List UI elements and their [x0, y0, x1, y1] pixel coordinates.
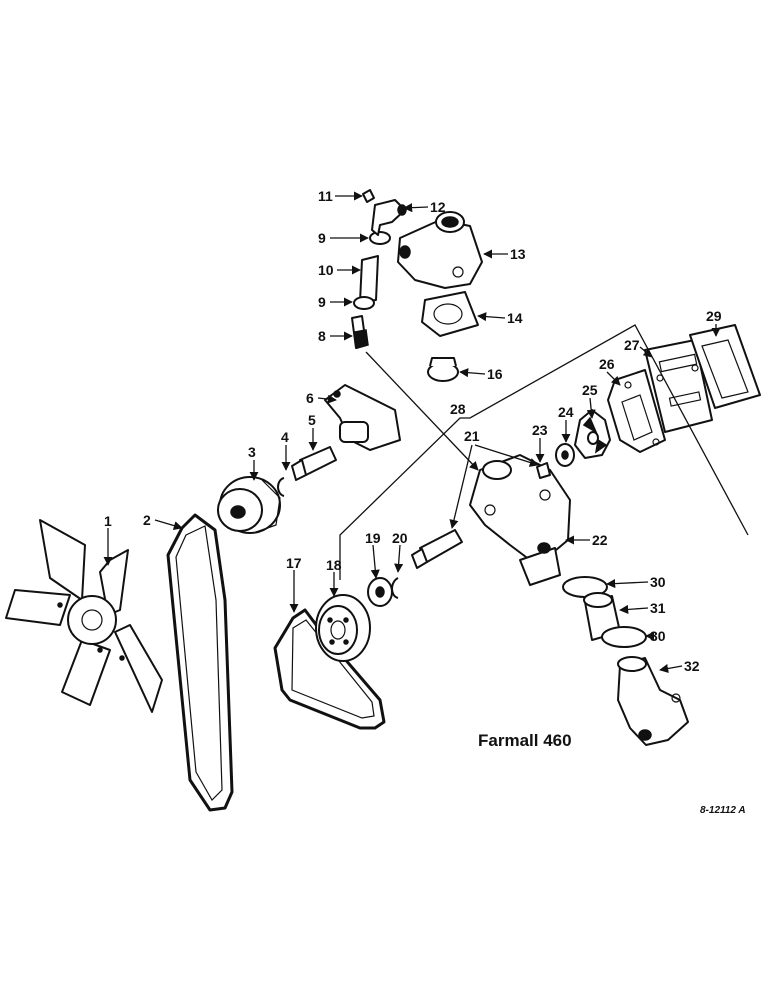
callout-17: 17 — [286, 555, 302, 571]
impeller[interactable] — [574, 409, 611, 459]
callout-30-upper: 30 — [650, 574, 666, 590]
callout-30-lower: 30 — [650, 628, 666, 644]
callout-9-upper: 9 — [318, 230, 326, 246]
pump-cover-gasket[interactable] — [607, 369, 666, 453]
pipe-plug[interactable] — [536, 462, 551, 479]
water-pump-belt[interactable] — [273, 608, 386, 730]
fan-belt-long[interactable] — [166, 513, 234, 812]
callout-21: 21 — [464, 428, 480, 444]
callout-25: 25 — [582, 382, 598, 398]
callout-10: 10 — [318, 262, 334, 278]
callout-24: 24 — [558, 404, 574, 420]
callout-2: 2 — [143, 512, 151, 528]
callout-16: 16 — [487, 366, 503, 382]
leader-lines — [103, 191, 749, 674]
callout-1: 1 — [104, 513, 112, 529]
thermostat[interactable] — [427, 357, 459, 382]
water-pump-body[interactable] — [469, 454, 571, 586]
pump-seal[interactable] — [555, 443, 575, 467]
thermostat-gasket[interactable] — [421, 291, 479, 337]
callout-27: 27 — [624, 337, 640, 353]
callout-18: 18 — [326, 557, 342, 573]
callout-5: 5 — [308, 412, 316, 428]
callout-6: 6 — [306, 390, 314, 406]
model-title: Farmall 460 — [478, 731, 572, 750]
callout-labels: 1 2 3 4 5 6 8 9 9 10 11 12 13 14 16 17 1… — [104, 188, 722, 674]
elbow-fitting[interactable] — [371, 199, 407, 236]
callout-19: 19 — [365, 530, 381, 546]
by-pass-hose[interactable] — [359, 255, 379, 303]
callout-23: 23 — [532, 422, 548, 438]
pump-shaft-bearing[interactable] — [411, 529, 463, 569]
drawing-code: 8-12112 A — [700, 805, 746, 816]
pump-cover-plate[interactable] — [644, 339, 713, 433]
fan-blade-assembly[interactable] — [5, 519, 163, 713]
fan-shaft-bearing[interactable] — [291, 446, 337, 481]
callout-26: 26 — [599, 356, 615, 372]
fan-pulley[interactable] — [217, 476, 281, 534]
callout-13: 13 — [510, 246, 526, 262]
drain-cock[interactable] — [362, 189, 375, 203]
callout-4: 4 — [281, 429, 289, 445]
snap-ring[interactable] — [277, 477, 285, 497]
callout-29: 29 — [706, 308, 722, 324]
hose-clamp-pump-lower[interactable] — [601, 626, 647, 648]
callout-9-lower: 9 — [318, 294, 326, 310]
water-inlet-elbow[interactable] — [617, 656, 689, 746]
hose-clamp-upper[interactable] — [369, 231, 391, 245]
callout-31: 31 — [650, 600, 666, 616]
callout-12: 12 — [430, 199, 446, 215]
callout-11: 11 — [318, 188, 333, 204]
water-pump-pulley[interactable] — [315, 594, 371, 662]
thermostat-housing[interactable] — [397, 211, 483, 289]
callout-14: 14 — [507, 310, 523, 326]
callout-8: 8 — [318, 328, 326, 344]
fan-bracket[interactable] — [324, 384, 401, 451]
callout-22: 22 — [592, 532, 608, 548]
callout-20: 20 — [392, 530, 408, 546]
callout-28: 28 — [450, 401, 466, 417]
hub-snap-ring[interactable] — [391, 577, 399, 599]
pulley-hub[interactable] — [367, 577, 393, 607]
callout-32: 32 — [684, 658, 700, 674]
callout-3: 3 — [248, 444, 256, 460]
hose-clamp-lower[interactable] — [353, 296, 375, 310]
hose-fitting[interactable] — [351, 315, 369, 349]
